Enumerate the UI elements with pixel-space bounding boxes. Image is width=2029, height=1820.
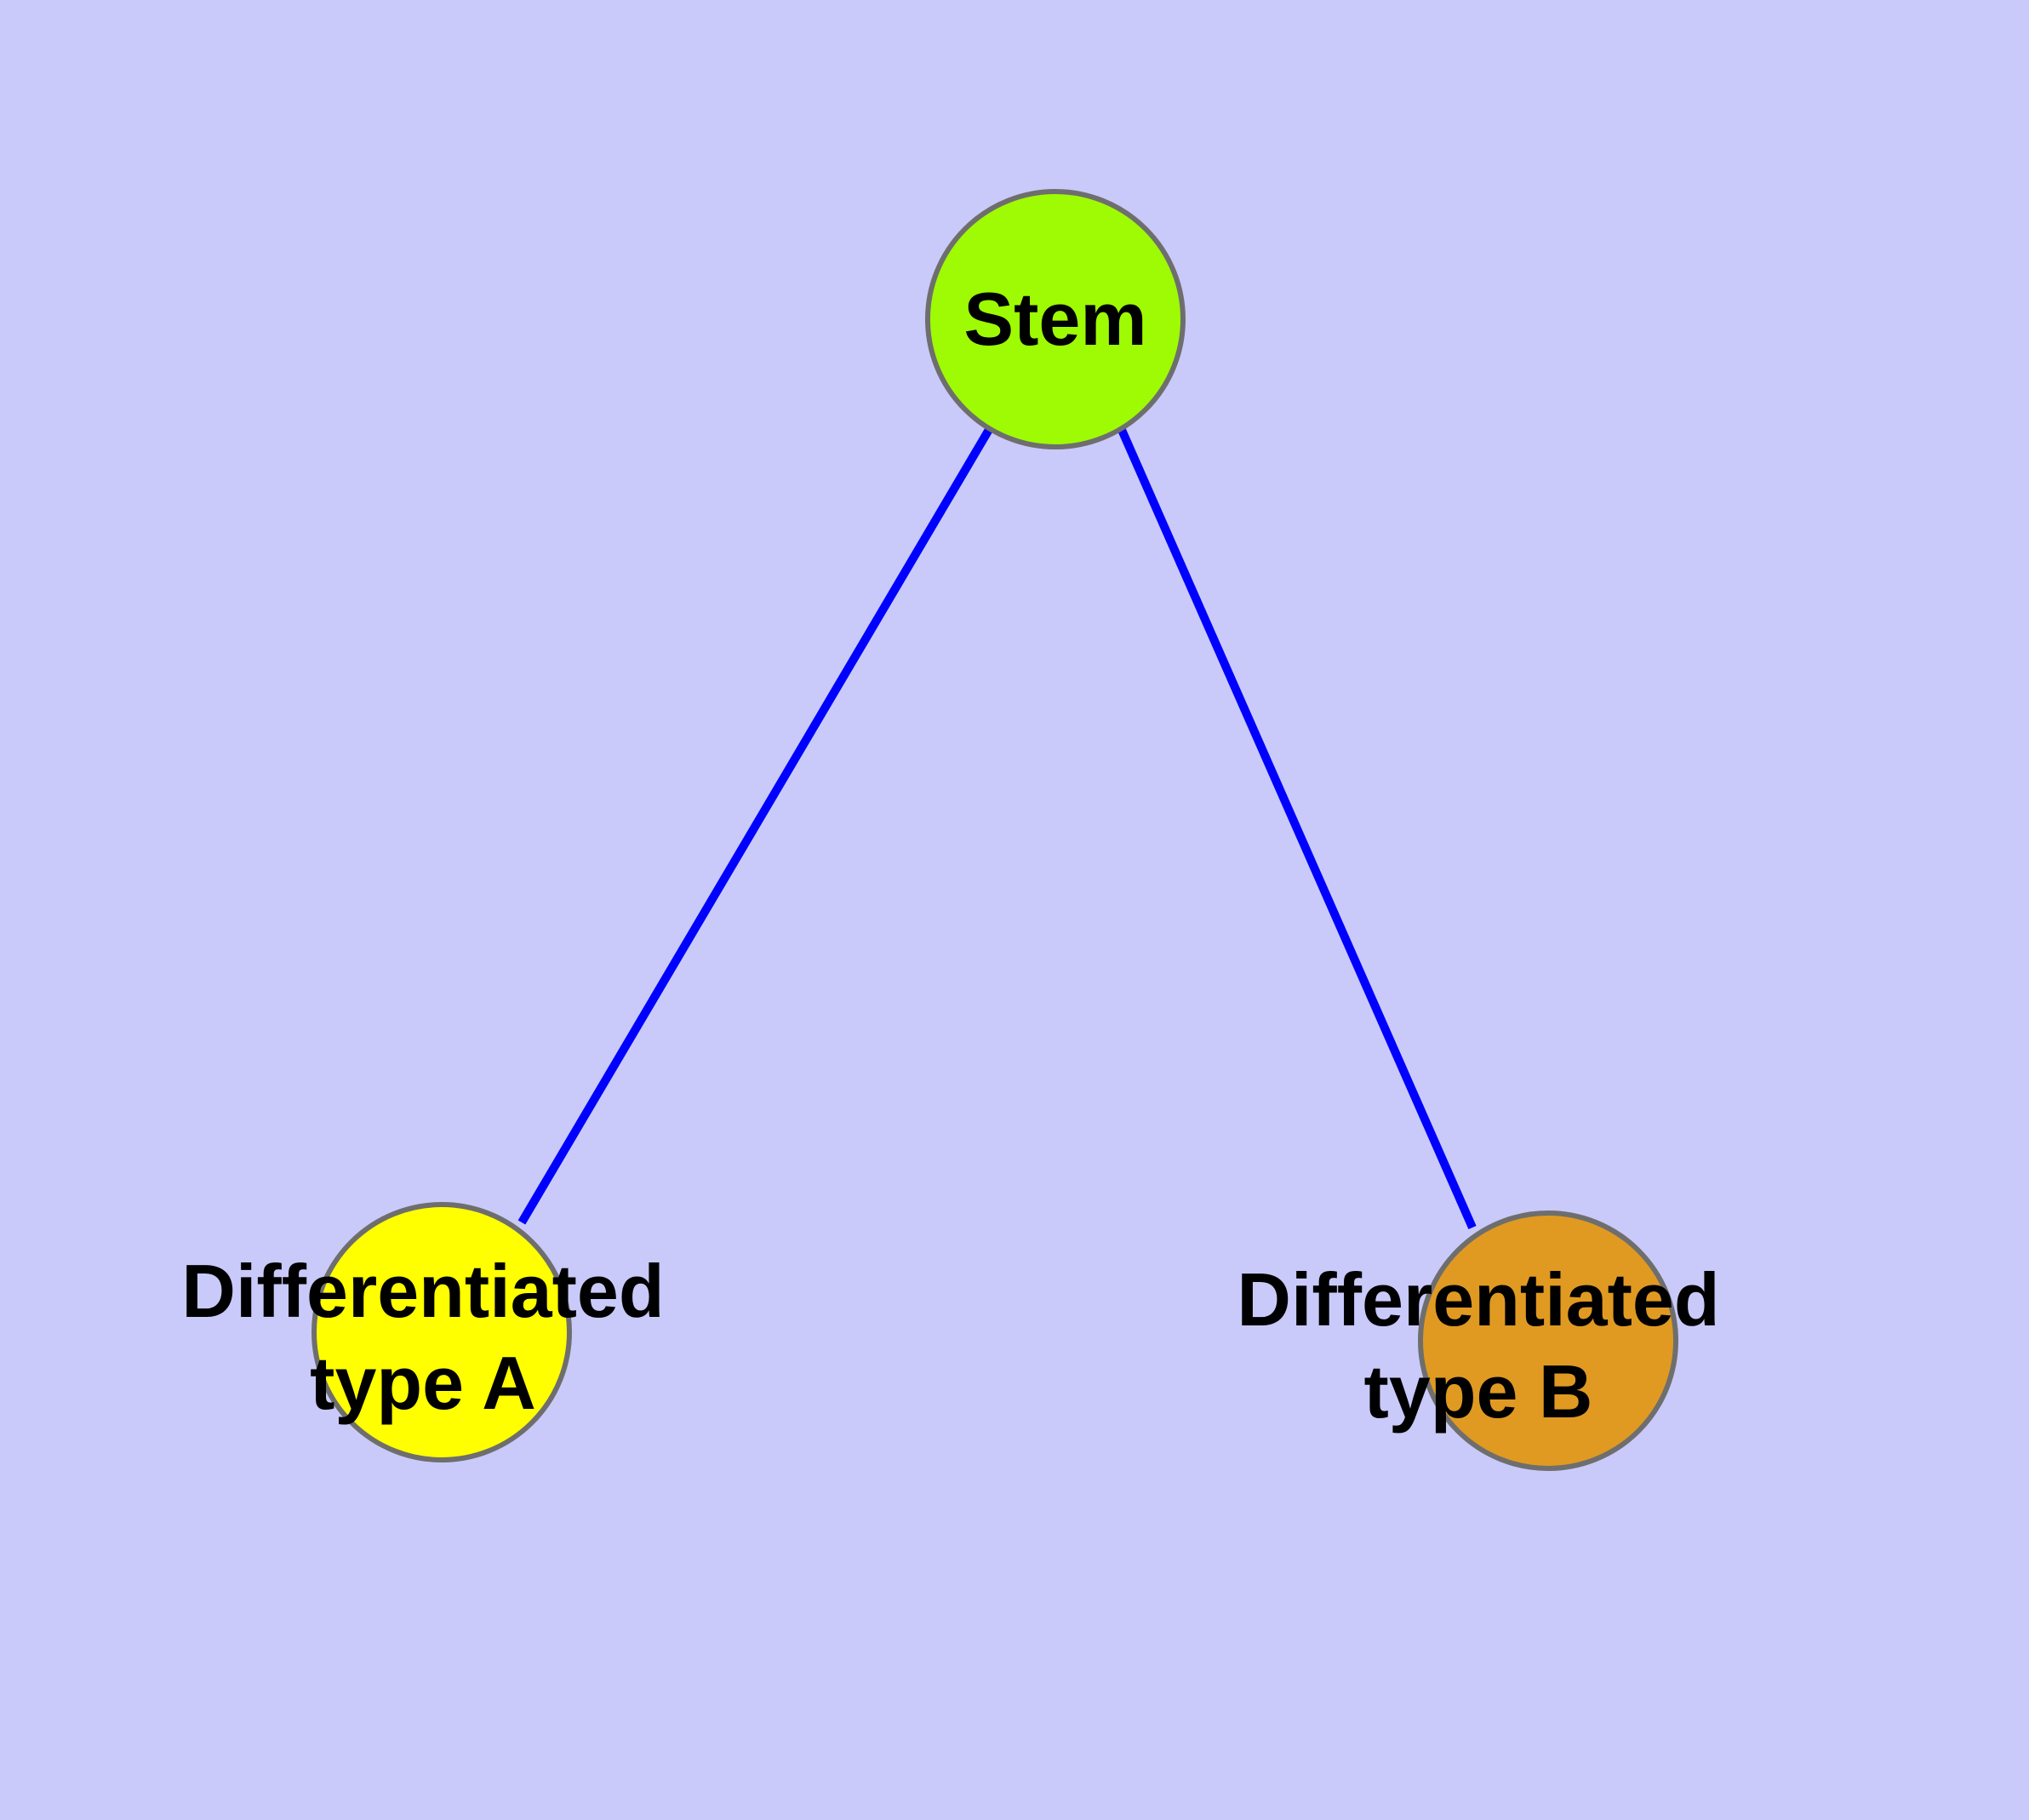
edges-layer bbox=[517, 426, 1477, 1230]
node-label-line: Differentiated bbox=[181, 1249, 664, 1333]
graph-node-diff_a[interactable] bbox=[311, 1202, 572, 1462]
node-label-stem: Stem bbox=[963, 277, 1146, 361]
graph-node-stem[interactable] bbox=[925, 189, 1186, 449]
graph-edge-stem-to-diff-b bbox=[1117, 427, 1477, 1230]
graph-edge-stem-to-diff-a bbox=[517, 426, 994, 1225]
nodes-layer bbox=[311, 189, 1678, 1471]
node-label-line: type B bbox=[1364, 1349, 1593, 1434]
graph-node-diff_b[interactable] bbox=[1418, 1210, 1678, 1471]
node-label-line: Differentiated bbox=[1237, 1257, 1719, 1342]
node-label-line: Stem bbox=[963, 277, 1146, 361]
node-label-line: type A bbox=[310, 1341, 536, 1425]
